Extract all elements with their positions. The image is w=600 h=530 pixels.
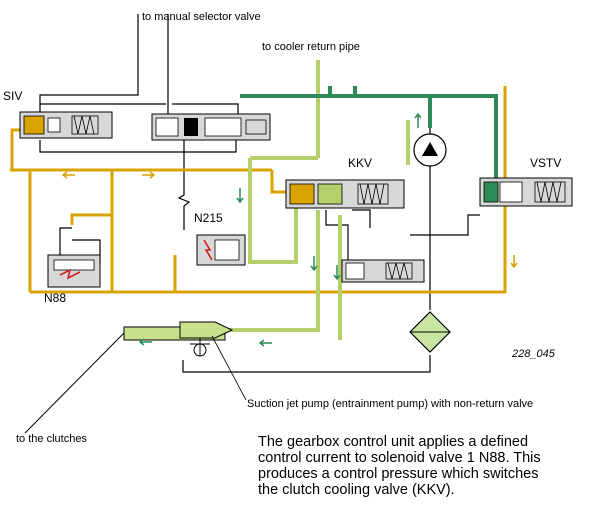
cooling-lines (220, 60, 410, 340)
label-kkv: KKV (348, 156, 372, 170)
yellow-to-kkv (270, 170, 286, 194)
arrow-down-yellow (510, 255, 518, 269)
label-n215: N215 (194, 211, 223, 225)
green-left-col (248, 158, 298, 264)
line-to-manual-selector (39, 14, 139, 112)
line-kkv-side (352, 209, 371, 228)
label-suction-pump: Suction jet pump (entrainment pump) with… (247, 398, 533, 410)
arrow-left-green-1 (138, 338, 152, 346)
arrow-left-1 (61, 171, 75, 179)
caption: The gearbox control unit applies a defin… (258, 434, 594, 498)
label-siv: SIV (3, 89, 22, 103)
label-vstv: VSTV (530, 156, 561, 170)
kkv-valve (285, 179, 405, 209)
line-bottom-return (182, 355, 431, 373)
arrow-down-green-1 (236, 188, 244, 204)
figure-number: 228_045 (511, 348, 556, 360)
n88-lightning-icon (59, 268, 81, 280)
n215-lightning-icon (203, 239, 213, 261)
n88-solenoid (47, 254, 101, 288)
yellow-bottom (30, 200, 507, 294)
flow-arrows (61, 112, 518, 347)
arrow-down-green-3 (333, 265, 341, 281)
line-mid-lower (112, 140, 237, 153)
arrow-down-green-2 (310, 256, 318, 272)
text-labels: to manual selector valve to cooler retur… (3, 11, 561, 445)
caption-line-3: produces a control pressure which switch… (258, 466, 539, 482)
label-n88: N88 (44, 291, 66, 305)
pressure-lines (10, 86, 507, 294)
control-lines (39, 14, 480, 373)
lower-valve (341, 259, 425, 283)
line-lower-right (410, 214, 480, 236)
caption-line-2: control current to solenoid valve 1 N88.… (258, 450, 541, 466)
arrow-left-green-2 (258, 339, 272, 347)
caption-line-1: The gearbox control unit applies a defin… (258, 434, 529, 450)
label-clutches: to the clutches (16, 433, 87, 445)
line-to-n215 (177, 138, 191, 230)
selector-valve (151, 113, 271, 141)
label-cooler-return: to cooler return pipe (262, 41, 360, 53)
vstv-valve (479, 177, 573, 207)
jet-pump-pipe (24, 321, 234, 434)
filter (409, 311, 451, 353)
arrow-right-1 (142, 171, 156, 179)
dark-green-top (240, 94, 498, 200)
return-lines (240, 86, 498, 200)
line-n88 (59, 227, 72, 255)
line-kkv-lower (325, 210, 349, 260)
green-to-clutch (220, 210, 320, 332)
suction-pump-leader (211, 335, 247, 401)
pump (413, 133, 447, 167)
yellow-siv-left (10, 128, 20, 170)
caption-line-4: the clutch cooling valve (KKV). (258, 482, 455, 498)
line-siv-lower (39, 140, 112, 153)
label-manual-selector: to manual selector valve (142, 11, 261, 23)
n215-solenoid (196, 234, 246, 266)
siv-valve (19, 111, 113, 139)
yellow-n88-supply (70, 170, 114, 225)
arrow-up-pump (414, 112, 422, 128)
